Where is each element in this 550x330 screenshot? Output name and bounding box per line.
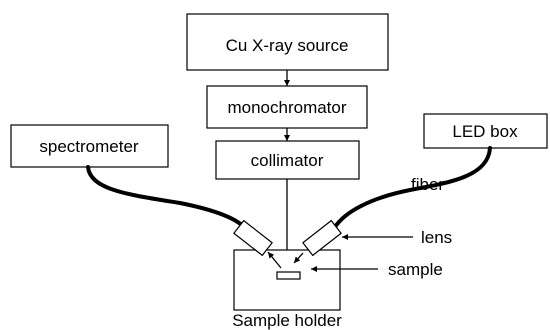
fiber-left — [86, 165, 246, 229]
left-lens — [233, 219, 273, 257]
sample-holder-box — [233, 249, 341, 311]
light-arrow-to-spectrometer — [267, 251, 282, 269]
sample-rect — [276, 271, 301, 280]
sample-label: sample — [388, 260, 443, 279]
led-box-label: LED box — [452, 122, 518, 141]
fiber-right — [333, 146, 492, 229]
spectrometer-label: spectrometer — [39, 137, 139, 156]
xray-source-box: Cu X-ray source — [186, 13, 389, 71]
fiber-label: fiber — [411, 175, 444, 194]
right-lens — [302, 219, 342, 257]
sample-holder-label: Sample holder — [232, 311, 342, 330]
collimator-label: collimator — [251, 151, 324, 170]
monochromator-label: monochromator — [227, 98, 346, 117]
xray-source-label: Cu X-ray source — [226, 36, 349, 55]
light-arrow-from-led — [293, 252, 304, 264]
led-box: LED box — [423, 113, 548, 149]
spectrometer-box: spectrometer — [10, 124, 169, 168]
lens-label: lens — [421, 228, 452, 247]
monochromator-box: monochromator — [206, 85, 368, 129]
collimator-box: collimator — [215, 140, 360, 180]
